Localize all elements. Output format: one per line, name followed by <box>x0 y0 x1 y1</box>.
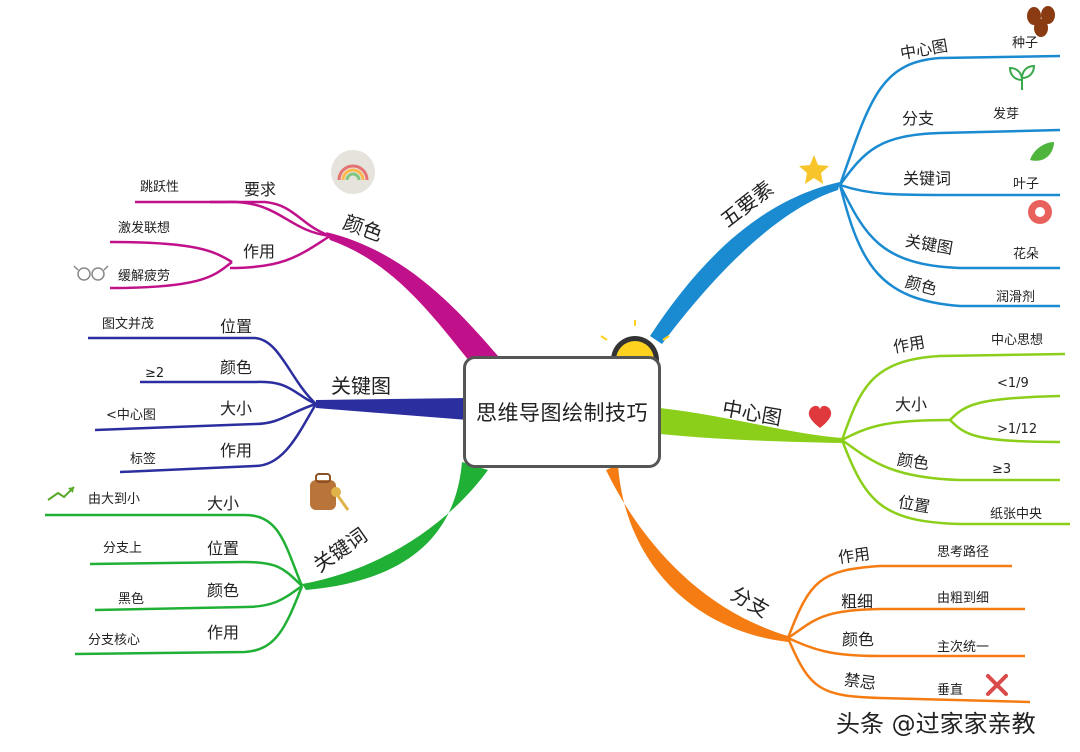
sub-label-daxiao[interactable]: 大小 <box>220 399 253 418</box>
sub-label-zuoyong[interactable]: 作用 <box>220 441 253 460</box>
leaf-label-youdadaoxiao[interactable]: 由大到小 <box>88 492 141 507</box>
trend-up-icon <box>47 486 75 501</box>
leaf-label-fenzhihexin[interactable]: 分支核心 <box>88 633 141 648</box>
sub-label-weizhi[interactable]: 位置 <box>207 539 240 558</box>
sub-label-jinji[interactable]: 禁忌 <box>842 669 878 694</box>
leaf-label-biaoqian[interactable]: 标签 <box>130 452 157 467</box>
leaf-label-sikaolujing[interactable]: 思考路径 <box>937 545 990 560</box>
trunk-yanse <box>326 232 498 362</box>
leaf-label-ge3[interactable]: ≥3 <box>992 462 1012 477</box>
leaf-label-gt112[interactable]: >1/12 <box>997 422 1038 437</box>
key-bag-icon <box>310 473 350 511</box>
trunk-wuyaosu <box>650 182 840 344</box>
leaf-label-zhongxintu[interactable]: <中心图 <box>106 408 156 423</box>
leaf-label-huaduo[interactable]: 花朵 <box>1013 247 1040 262</box>
leaf-label-ge2[interactable]: ≥2 <box>145 366 165 381</box>
sub-label-daxiao[interactable]: 大小 <box>207 494 240 513</box>
sub-label-zuoyong[interactable]: 作用 <box>207 623 240 642</box>
branches-guanjianci <box>45 513 304 656</box>
leaf-label-faya[interactable]: 发芽 <box>993 107 1020 122</box>
glasses-icon <box>73 265 109 281</box>
sub-label-guanjianci[interactable]: 关键词 <box>903 169 952 188</box>
leaf-label-chuizhi[interactable]: 垂直 <box>937 683 964 698</box>
trunk-fenzhi <box>606 465 788 642</box>
leaf-label-runhuaji[interactable]: 润滑剂 <box>996 290 1036 305</box>
leaf-label-fenzhishang[interactable]: 分支上 <box>103 541 143 556</box>
sub-label-yanse[interactable]: 颜色 <box>220 358 253 377</box>
sub-label-daxiao[interactable]: 大小 <box>895 395 928 414</box>
branches-guanjiantu <box>88 336 318 474</box>
leaf-label-zhucitongyi[interactable]: 主次统一 <box>937 640 990 655</box>
trunk-zhongxintu <box>660 408 842 443</box>
sub-label-yaoqiu[interactable]: 要求 <box>244 180 277 199</box>
sub-label-cuxi[interactable]: 粗细 <box>841 592 874 611</box>
central-topic[interactable]: 思维导图绘制技巧 <box>463 356 661 468</box>
leaf-label-zhongxinsixiang[interactable]: 中心思想 <box>991 333 1044 348</box>
branches-wuyaosu <box>838 54 1061 308</box>
leaf-label-tuwenbingmao[interactable]: 图文并茂 <box>102 317 155 332</box>
watermark: 头条 @过家家亲教 <box>836 710 1036 738</box>
leaf-label-zhongzi[interactable]: 种子 <box>1012 36 1039 51</box>
coffee-bean-icon <box>1027 6 1055 37</box>
leaf-label-yezi[interactable]: 叶子 <box>1013 177 1040 192</box>
sprout-icon <box>1008 64 1036 90</box>
leaf-icon <box>1030 142 1054 161</box>
sub-label-yanse[interactable]: 颜色 <box>895 449 931 474</box>
flower-icon <box>1028 200 1052 224</box>
heart-icon <box>808 405 832 428</box>
leaf-label-huanjiepilao[interactable]: 缓解疲劳 <box>118 269 171 284</box>
sub-label-zuoyong[interactable]: 作用 <box>243 242 276 261</box>
branches-yanse <box>109 200 331 290</box>
sub-label-yanse[interactable]: 颜色 <box>842 630 875 649</box>
rainbow-icon <box>331 150 375 194</box>
trunk-guanjianci <box>302 462 488 590</box>
sub-label-zuoyong[interactable]: 作用 <box>836 543 872 568</box>
central-topic-label: 思维导图绘制技巧 <box>476 401 648 425</box>
star-icon <box>799 155 829 184</box>
branches-fenzhi <box>786 564 1031 704</box>
leaf-label-zhizhangzhongyang[interactable]: 纸张中央 <box>990 507 1043 522</box>
sub-label-weizhi[interactable]: 位置 <box>220 317 253 336</box>
branch-label-guanjiantu[interactable]: 关键图 <box>331 374 391 398</box>
leaf-label-lt19[interactable]: <1/9 <box>997 376 1029 391</box>
sub-label-yanse[interactable]: 颜色 <box>207 581 240 600</box>
cross-icon <box>986 674 1008 696</box>
leaf-label-tiaoyuexing[interactable]: 跳跃性 <box>140 180 180 195</box>
trunk-guanjiantu <box>316 398 468 420</box>
leaf-label-youcudaoxi[interactable]: 由粗到细 <box>937 591 990 606</box>
leaf-label-heise[interactable]: 黑色 <box>118 592 145 607</box>
leaf-label-jifalianxiang[interactable]: 激发联想 <box>118 221 171 236</box>
branches-zhongxintu <box>840 352 1070 526</box>
sub-label-fenzhi[interactable]: 分支 <box>902 109 935 128</box>
